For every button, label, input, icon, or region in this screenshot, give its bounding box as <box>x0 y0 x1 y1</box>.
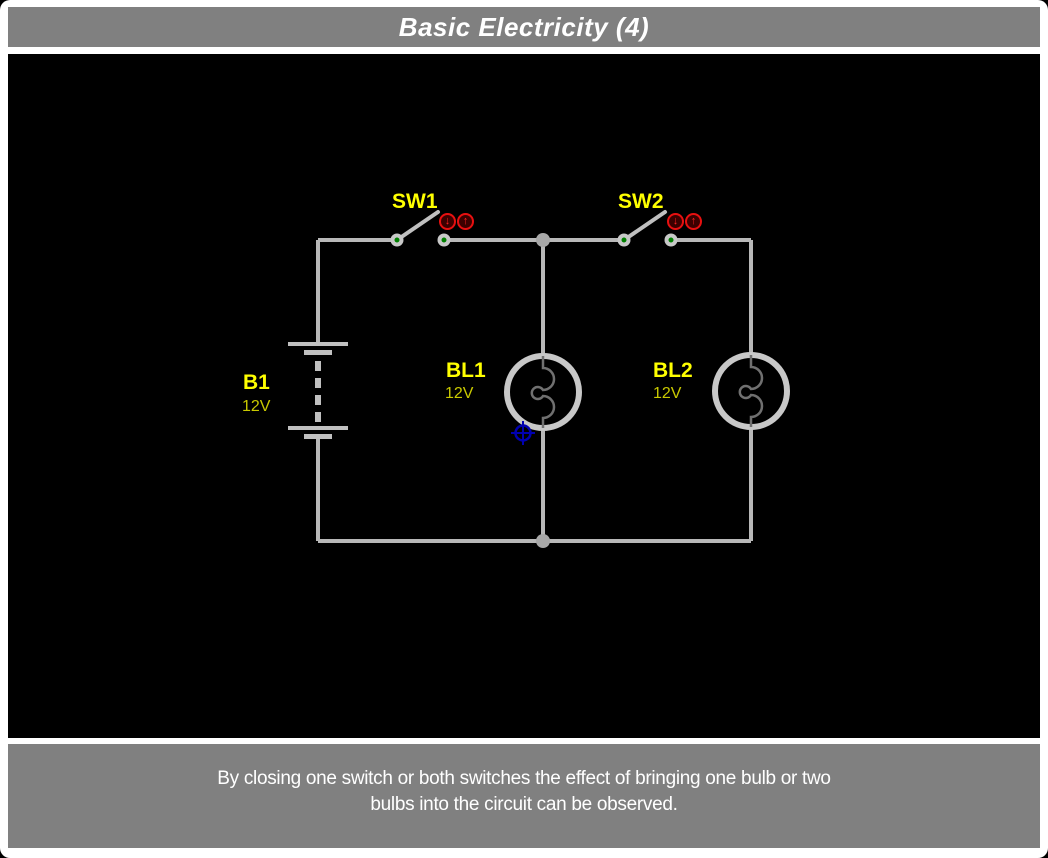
battery-symbol <box>288 342 348 439</box>
switch2-lever[interactable] <box>622 210 667 242</box>
arrow-down-icon: ↓ <box>672 215 679 227</box>
bulb1-symbol <box>504 353 582 431</box>
switch2-terminal-right-dot <box>668 237 674 243</box>
bulb1-label: BL1 <box>446 359 486 382</box>
bulb2-value: 12V <box>653 385 682 402</box>
switch2-symbol <box>617 210 678 247</box>
junction-dot-top <box>536 233 550 247</box>
battery-plate-short-top <box>304 350 332 355</box>
battery-plate-long-top <box>288 342 348 346</box>
bulb1-value: 12V <box>445 385 474 402</box>
caption-line-2: bulbs into the circuit can be observed. <box>370 794 678 815</box>
switch2-label: SW2 <box>618 190 664 213</box>
title-bar: Basic Electricity (4) <box>8 7 1040 47</box>
bulb2-label: BL2 <box>653 359 693 382</box>
caption-bar: By closing one switch or both switches t… <box>8 744 1040 848</box>
switch1-label: SW1 <box>392 190 438 213</box>
switch1-symbol <box>390 210 451 247</box>
switch2-press-up-button[interactable]: ↑ <box>685 213 702 230</box>
battery-label: B1 <box>243 371 270 394</box>
switch2-press-down-button[interactable]: ↓ <box>667 213 684 230</box>
switch1-terminal-left-dot <box>394 237 400 243</box>
arrow-down-icon: ↓ <box>444 215 451 227</box>
junction-dot-bottom <box>536 534 550 548</box>
switch1-press-up-button[interactable]: ↑ <box>457 213 474 230</box>
switch1-terminal-right-dot <box>441 237 447 243</box>
battery-value: 12V <box>242 398 271 415</box>
switch1-press-down-button[interactable]: ↓ <box>439 213 456 230</box>
arrow-up-icon: ↑ <box>462 215 469 227</box>
caption-line-1: By closing one switch or both switches t… <box>217 768 831 789</box>
bulb2-filament <box>738 355 764 427</box>
page-title: Basic Electricity (4) <box>398 12 650 42</box>
battery-plate-long-bottom <box>288 426 348 430</box>
circuit-diagram <box>288 210 790 548</box>
circuit-canvas: SW1 SW2 B1 12V BL1 12V BL2 12V ↓ ↑ ↓ ↑ <box>8 54 1040 738</box>
battery-plate-short-bottom <box>304 434 332 439</box>
switch1-lever[interactable] <box>395 210 440 242</box>
bulb1-filament <box>530 356 556 428</box>
arrow-up-icon: ↑ <box>690 215 697 227</box>
switch2-terminal-left-dot <box>621 237 627 243</box>
bulb2-symbol <box>712 352 790 430</box>
wires <box>316 238 753 543</box>
crosshair-cursor-icon <box>511 421 535 445</box>
